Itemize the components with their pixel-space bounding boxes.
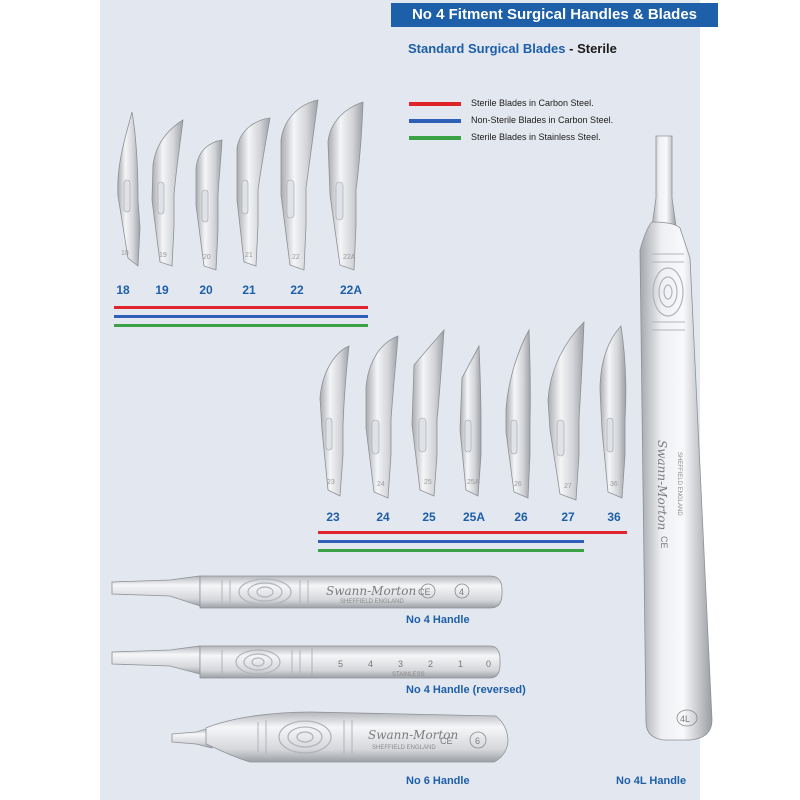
blade-21: 21 xyxy=(236,117,271,267)
no6-ce-mark: CE xyxy=(440,736,453,746)
subtitle-separator: - xyxy=(565,41,578,56)
no4l-brand-mark: Swann-Morton xyxy=(655,440,669,530)
legend-line-blue xyxy=(409,119,461,123)
blade-24: 24 xyxy=(365,335,399,499)
blade-label-19: 19 xyxy=(155,283,169,297)
blade-25a-stamp: 25A xyxy=(467,479,480,486)
blade-label-18: 18 xyxy=(116,283,130,297)
no6-size-mark: 6 xyxy=(475,736,480,746)
scale-stainless-mark: STAINLESS xyxy=(392,672,425,678)
scale-3: 3 xyxy=(398,659,403,669)
blade-25: 25 xyxy=(411,328,445,497)
blade-18-stamp: 18 xyxy=(121,250,129,257)
blade-19: 19 xyxy=(151,119,184,267)
blade-21-stamp: 21 xyxy=(245,252,253,259)
label-no4l-handle: No 4L Handle xyxy=(616,775,687,787)
blade-label-20: 20 xyxy=(199,283,213,297)
no4-ce-mark: CE xyxy=(418,587,431,597)
subtitle-main: Standard Surgical Blades xyxy=(408,41,566,56)
blade-label-25a: 25A xyxy=(462,510,485,524)
scale-2: 2 xyxy=(428,659,433,669)
blade-23-stamp: 23 xyxy=(327,479,335,486)
no6-origin-mark: SHEFFIELD ENGLAND xyxy=(372,745,436,751)
blade-24-stamp: 24 xyxy=(377,481,385,488)
blade-22a-stamp: 22A xyxy=(343,254,356,261)
subtitle-sterile: Sterile xyxy=(577,41,617,56)
handle-no4-reversed: 5 4 3 2 1 0 STAINLESS xyxy=(111,645,501,679)
blade-label-36: 36 xyxy=(607,510,621,524)
blade-25a: 25A xyxy=(459,344,482,497)
scale-0: 0 xyxy=(486,659,491,669)
scale-1: 1 xyxy=(458,659,463,669)
legend-text-green: Sterile Blades in Stainless Steel. xyxy=(471,132,601,142)
no4-brand-mark: Swann-Morton xyxy=(326,584,416,598)
blade-22-stamp: 22 xyxy=(292,254,300,261)
blade-20: 20 xyxy=(195,139,223,271)
blade-19-stamp: 19 xyxy=(159,252,167,259)
blade-label-24: 24 xyxy=(376,510,390,524)
blade-label-27: 27 xyxy=(561,510,575,524)
row2-stripe-blue xyxy=(318,540,584,543)
blade-27: 27 xyxy=(547,321,585,501)
blade-23: 23 xyxy=(319,345,350,497)
legend-text-red: Sterile Blades in Carbon Steel. xyxy=(471,98,594,108)
handle-no4l: Swann-Morton SHEFFIELD ENGLAND CE 4L xyxy=(639,135,713,741)
row2-stripe-red xyxy=(318,531,627,534)
no4l-size-mark: 4L xyxy=(680,714,690,724)
label-no6-handle: No 6 Handle xyxy=(406,775,470,787)
legend-line-red xyxy=(409,102,461,106)
blade-26-stamp: 26 xyxy=(514,481,522,488)
legend-line-green xyxy=(409,136,461,140)
blade-label-22: 22 xyxy=(290,283,304,297)
blade-22a: 22A xyxy=(327,101,364,271)
blade-25-stamp: 25 xyxy=(424,479,432,486)
no4-size-mark: 4 xyxy=(459,587,464,597)
row1-stripe-green xyxy=(114,324,368,327)
no4-origin-mark: SHEFFIELD ENGLAND xyxy=(340,599,404,605)
blade-label-26: 26 xyxy=(514,510,528,524)
label-no4-handle-reversed: No 4 Handle (reversed) xyxy=(406,684,526,696)
page-title: No 4 Fitment Surgical Handles & Blades xyxy=(391,3,718,27)
blade-label-22a: 22A xyxy=(339,283,362,297)
row1-stripe-blue xyxy=(114,315,368,318)
label-no4-handle: No 4 Handle xyxy=(406,614,470,626)
blade-36-stamp: 36 xyxy=(610,481,618,488)
section-subtitle: Standard Surgical Blades - Sterile xyxy=(408,41,617,56)
blade-label-21: 21 xyxy=(242,283,256,297)
blade-20-stamp: 20 xyxy=(203,254,211,261)
no4l-ce-mark: CE xyxy=(659,536,669,549)
row1-stripe-red xyxy=(114,306,368,309)
handle-no6: Swann-Morton SHEFFIELD ENGLAND CE 6 xyxy=(171,711,509,763)
handle-no4: Swann-Morton SHEFFIELD ENGLAND CE 4 xyxy=(111,575,503,609)
scale-5: 5 xyxy=(338,659,343,669)
legend-text-blue: Non-Sterile Blades in Carbon Steel. xyxy=(471,115,614,125)
no4l-origin-mark: SHEFFIELD ENGLAND xyxy=(676,452,682,516)
blade-18: 18 xyxy=(117,111,141,267)
blade-22: 22 xyxy=(280,99,319,271)
blade-36: 36 xyxy=(599,325,627,499)
blade-label-25: 25 xyxy=(422,510,436,524)
blade-label-23: 23 xyxy=(326,510,340,524)
no6-brand-mark: Swann-Morton xyxy=(368,728,458,742)
scale-4: 4 xyxy=(368,659,373,669)
blade-27-stamp: 27 xyxy=(564,483,572,490)
blade-26: 26 xyxy=(505,328,531,499)
row2-stripe-green xyxy=(318,549,584,552)
